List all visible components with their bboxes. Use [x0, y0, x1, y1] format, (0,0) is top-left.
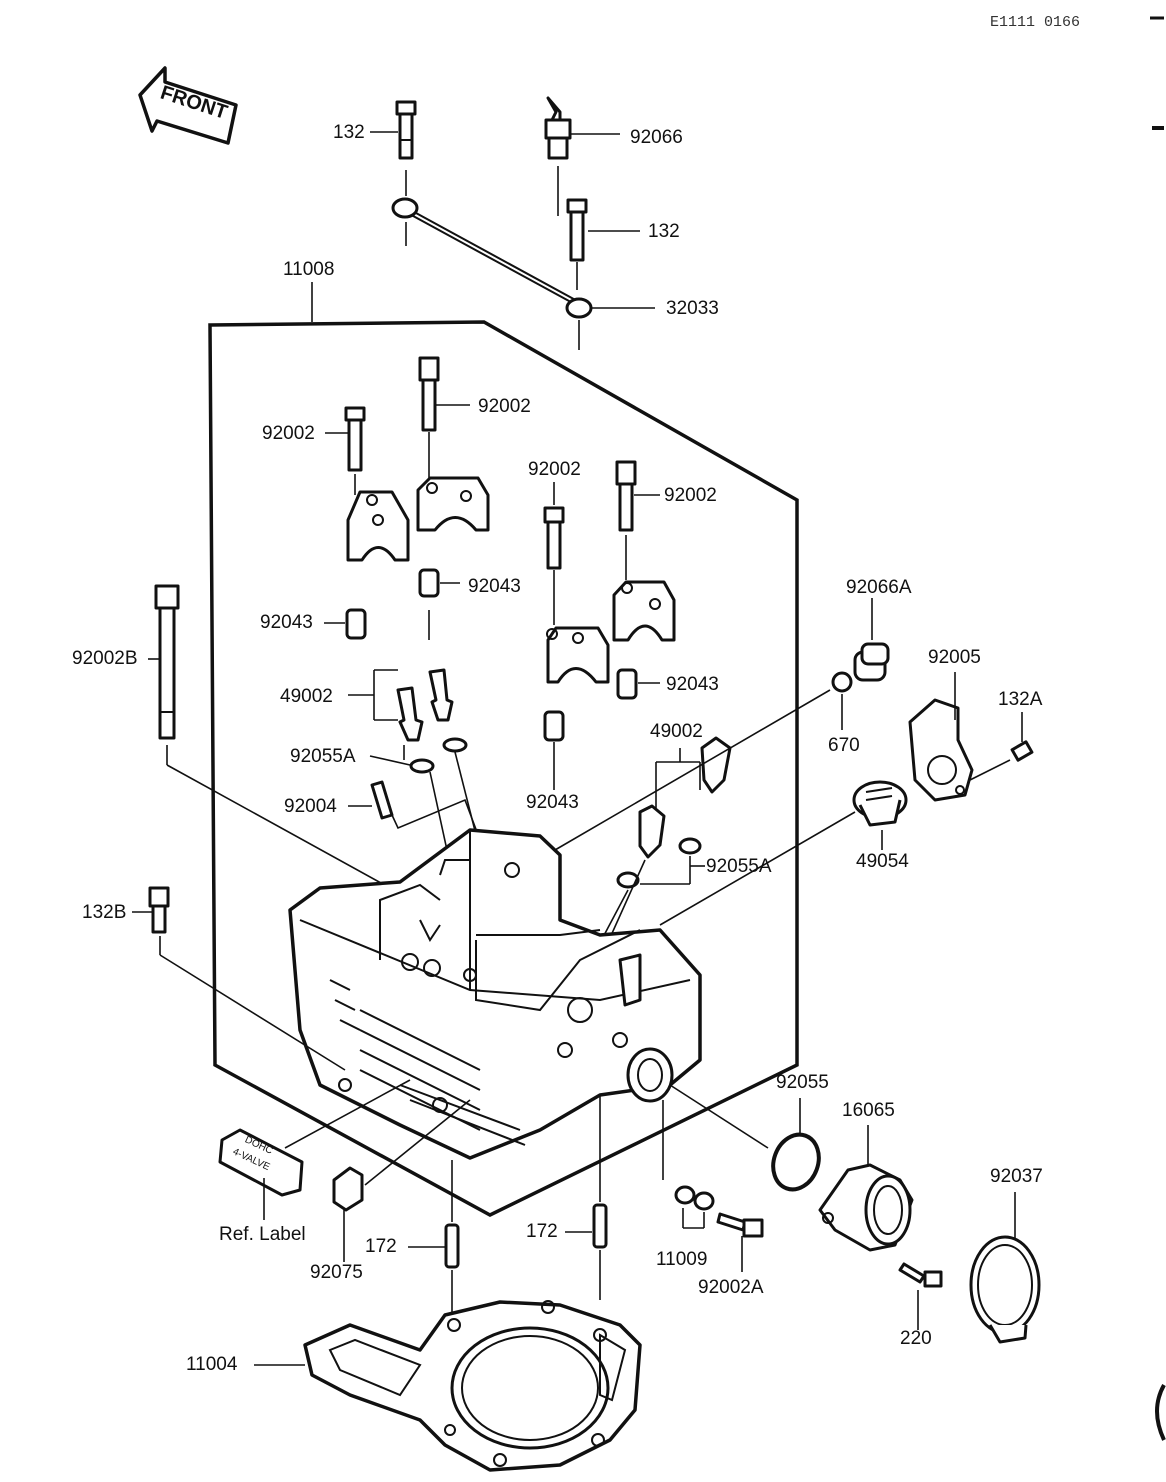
label-92043-b: 92043 — [260, 612, 313, 633]
valve-guide-icon — [396, 668, 454, 742]
label-92043-a: 92043 — [468, 576, 521, 597]
hose-clamp-icon — [969, 1235, 1041, 1344]
label-92002A: 92002A — [698, 1277, 764, 1298]
assembly-boundary — [208, 320, 799, 1217]
dowel-pin-icon — [616, 668, 638, 700]
thermostat-housing-icon — [908, 698, 974, 802]
label-49002-a: 49002 — [280, 686, 333, 707]
bolt-icon — [395, 100, 417, 160]
bolt-icon — [344, 406, 366, 472]
bolt-icon — [1010, 740, 1034, 762]
label-670: 670 — [828, 735, 860, 756]
front-arrow-icon: FRONT — [138, 66, 238, 145]
label-11009: 11009 — [656, 1249, 708, 1270]
label-49002-b: 49002 — [650, 721, 703, 742]
bolt-icon — [543, 506, 565, 570]
label-92002B: 92002B — [72, 648, 138, 669]
dowel-pin-icon — [345, 608, 367, 640]
label-220: 220 — [900, 1328, 932, 1349]
label-92037: 92037 — [990, 1166, 1043, 1187]
label-92055A-a: 92055A — [290, 746, 356, 767]
washer-icon — [693, 1191, 715, 1211]
label-92066: 92066 — [630, 127, 683, 148]
screw-icon — [898, 1262, 943, 1288]
stud-icon — [444, 1223, 460, 1269]
label-92005: 92005 — [928, 647, 981, 668]
label-92043-c: 92043 — [666, 674, 719, 695]
label-92002-a: 92002 — [478, 396, 531, 417]
camshaft-cap-icon — [416, 476, 490, 532]
bolt-icon — [615, 460, 637, 532]
label-132B: 132B — [82, 902, 127, 923]
intake-holder-icon — [818, 1163, 914, 1252]
label-11004: 11004 — [186, 1354, 238, 1375]
bolt-icon — [154, 584, 180, 740]
sensor-switch-icon — [544, 96, 572, 160]
o-ring-icon — [771, 1132, 821, 1192]
washer-icon — [674, 1185, 696, 1205]
dowel-pin-icon — [543, 710, 565, 742]
stud-icon — [592, 1203, 608, 1249]
drawing-reference-id: E1111 0166 — [990, 14, 1081, 31]
o-ring-icon — [409, 758, 435, 774]
bolt-icon — [418, 356, 440, 432]
o-ring-icon — [831, 671, 853, 693]
cap-icon — [332, 1166, 364, 1212]
label-92004: 92004 — [284, 796, 337, 817]
label-172-b: 172 — [526, 1221, 558, 1242]
label-92055A-b: 92055A — [706, 856, 772, 877]
label-92055: 92055 — [776, 1072, 829, 1093]
camshaft-cap-icon — [612, 580, 676, 642]
head-gasket-icon — [303, 1300, 642, 1472]
cylinder-head-icon — [288, 828, 702, 1160]
camshaft-cap-icon — [346, 490, 410, 562]
label-92066A: 92066A — [846, 577, 912, 598]
label-49054: 49054 — [856, 851, 909, 872]
plug-icon — [853, 642, 890, 682]
camshaft-cap-icon — [546, 626, 610, 684]
thermostat-icon — [852, 780, 908, 827]
dowel-pin-icon — [418, 568, 440, 598]
oil-pipe-icon — [391, 197, 593, 319]
label-11008: 11008 — [283, 259, 335, 280]
bolt-icon — [148, 886, 170, 934]
ref-label-plate-icon: DOHC 4-VALVE — [218, 1128, 304, 1197]
label-132A: 132A — [998, 689, 1043, 710]
label-32033: 32033 — [666, 298, 719, 319]
label-92002-b: 92002 — [262, 423, 315, 444]
label-92002-c: 92002 — [528, 459, 581, 480]
label-ref-label: Ref. Label — [219, 1224, 306, 1245]
label-92002-d: 92002 — [664, 485, 717, 506]
o-ring-icon — [616, 871, 640, 889]
label-92043-d: 92043 — [526, 792, 579, 813]
o-ring-icon — [678, 837, 702, 855]
o-ring-icon — [442, 737, 468, 753]
bolt-icon — [566, 198, 588, 262]
bolt-icon — [716, 1212, 764, 1238]
label-132-mid: 132 — [648, 221, 680, 242]
label-16065: 16065 — [842, 1100, 895, 1121]
label-92075: 92075 — [310, 1262, 363, 1283]
label-132-top: 132 — [333, 122, 365, 143]
label-172-a: 172 — [365, 1236, 397, 1257]
stud-bolt-icon — [370, 780, 394, 820]
